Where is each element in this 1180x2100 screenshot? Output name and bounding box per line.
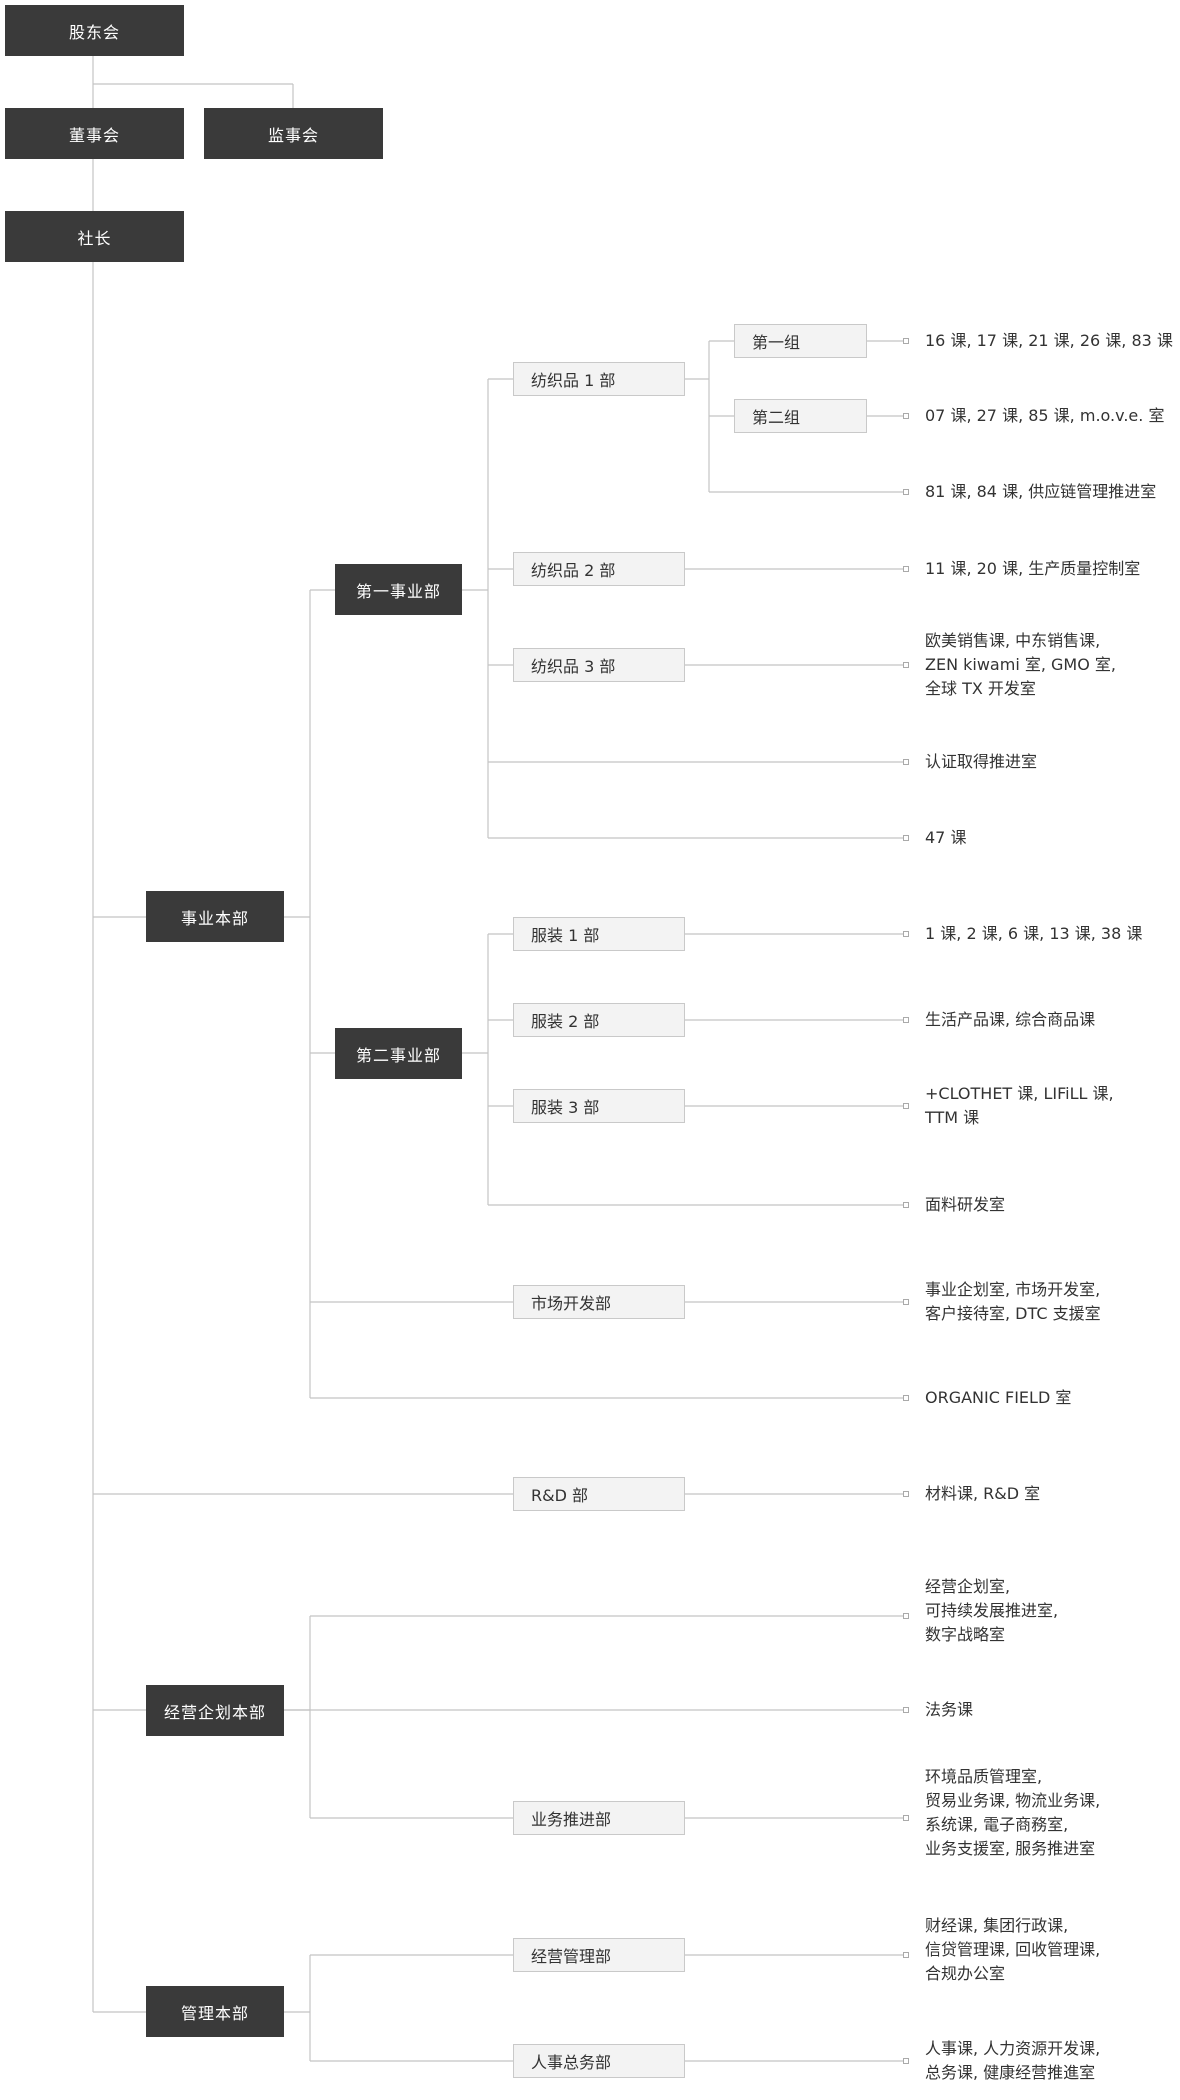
leaf-line: 认证取得推进室 (925, 752, 1038, 771)
textile1-box: 纺织品 1 部 (513, 362, 685, 396)
leaf-apparel1: 1 课, 2 课, 6 课, 13 课, 38 课 (925, 922, 1142, 946)
leaf-line: 1 课, 2 课, 6 课, 13 课, 38 课 (925, 924, 1143, 943)
leaf-line: 材料课, R&D 室 (925, 1484, 1041, 1503)
leaf-group2: 07 课, 27 课, 85 课, m.o.v.e. 室 (925, 404, 1164, 428)
leaf-line: 生活产品课, 综合商品课 (925, 1010, 1096, 1029)
management-box: 经营管理部 (513, 1938, 685, 1972)
leaf-line: 经营企划室, (925, 1577, 1011, 1596)
leaf-fabric: 面料研发室 (925, 1193, 1005, 1217)
leaf-47: 47 课 (925, 826, 966, 850)
leaf-line: 业务支援室, 服务推进室 (925, 1839, 1096, 1858)
leaf-rnd: 材料课, R&D 室 (925, 1482, 1040, 1506)
second-division-box: 第二事业部 (335, 1028, 462, 1079)
leaf-textile3: 欧美销售课, 中东销售课, ZEN kiwami 室, GMO 室, 全球 TX… (925, 629, 1116, 701)
leaf-line: 全球 TX 开发室 (925, 679, 1036, 698)
first-division-box: 第一事业部 (335, 564, 462, 615)
textile3-box: 纺织品 3 部 (513, 648, 685, 682)
group1-box: 第一组 (734, 324, 867, 358)
leaf-marker (903, 2058, 909, 2064)
textile2-box: 纺织品 2 部 (513, 552, 685, 586)
leaf-line: 人事课, 人力资源开发课, (925, 2039, 1101, 2058)
board-box: 董事会 (5, 108, 184, 159)
leaf-marker (903, 1017, 909, 1023)
leaf-line: 11 课, 20 课, 生产质量控制室 (925, 559, 1141, 578)
business-hq-box: 事业本部 (146, 891, 284, 942)
leaf-marker (903, 1491, 909, 1497)
leaf-line: 事业企划室, 市场开发室, (925, 1280, 1101, 1299)
leaf-business-promo: 环境品质管理室, 贸易业务课, 物流业务课, 系统课, 電子商務室, 业务支援室… (925, 1765, 1100, 1861)
leaf-apparel3: +CLOTHET 课, LIFiLL 课, TTM 课 (925, 1082, 1114, 1130)
leaf-line: 47 课 (925, 828, 967, 847)
hr-box: 人事总务部 (513, 2044, 685, 2078)
leaf-market: 事业企划室, 市场开发室, 客户接待室, DTC 支援室 (925, 1278, 1101, 1326)
leaf-marker (903, 1815, 909, 1821)
leaf-line: 面料研发室 (925, 1195, 1006, 1214)
leaf-marker (903, 566, 909, 572)
leaf-marker (903, 338, 909, 344)
leaf-line: 数字战略室 (925, 1625, 1006, 1644)
market-dev-box: 市场开发部 (513, 1285, 685, 1319)
leaf-marker (903, 413, 909, 419)
leaf-group1: 16 课, 17 课, 21 课, 26 课, 83 课 (925, 329, 1173, 353)
apparel2-box: 服装 2 部 (513, 1003, 685, 1037)
leaf-line: 07 课, 27 课, 85 课, m.o.v.e. 室 (925, 406, 1165, 425)
leaf-organic: ORGANIC FIELD 室 (925, 1386, 1071, 1410)
leaf-apparel2: 生活产品课, 综合商品课 (925, 1008, 1095, 1032)
admin-hq-box: 管理本部 (146, 1986, 284, 2037)
leaf-line: 贸易业务课, 物流业务课, (925, 1791, 1101, 1810)
leaf-marker (903, 1613, 909, 1619)
leaf-marker (903, 662, 909, 668)
leaf-line: 合规办公室 (925, 1964, 1006, 1983)
leaf-marker (903, 1103, 909, 1109)
leaf-marker (903, 1202, 909, 1208)
leaf-marker (903, 759, 909, 765)
leaf-line: 客户接待室, DTC 支援室 (925, 1304, 1101, 1323)
leaf-line: 欧美销售课, 中东销售课, (925, 631, 1101, 650)
leaf-line: 总务课, 健康经营推進室 (925, 2063, 1096, 2082)
leaf-management: 财经课, 集团行政课, 信贷管理课, 回收管理课, 合规办公室 (925, 1914, 1100, 1986)
leaf-line: 财经课, 集团行政课, (925, 1916, 1069, 1935)
shareholders-box: 股东会 (5, 5, 184, 56)
leaf-marker (903, 931, 909, 937)
leaf-marker (903, 1395, 909, 1401)
leaf-line: 信贷管理课, 回收管理课, (925, 1940, 1101, 1959)
leaf-marker (903, 1707, 909, 1713)
leaf-line: 环境品质管理室, (925, 1767, 1043, 1786)
leaf-line: ORGANIC FIELD 室 (925, 1388, 1072, 1407)
leaf-marker (903, 1952, 909, 1958)
leaf-marker (903, 835, 909, 841)
leaf-line: 81 课, 84 课, 供应链管理推进室 (925, 482, 1157, 501)
leaf-hr: 人事课, 人力资源开发课, 总务课, 健康经营推進室 (925, 2037, 1100, 2085)
apparel1-box: 服装 1 部 (513, 917, 685, 951)
leaf-line: 系统课, 電子商務室, (925, 1815, 1069, 1834)
leaf-certification: 认证取得推进室 (925, 750, 1037, 774)
leaf-marker (903, 1299, 909, 1305)
leaf-planning-offices: 经营企划室, 可持续发展推进室, 数字战略室 (925, 1575, 1058, 1647)
planning-hq-box: 经营企划本部 (146, 1685, 284, 1736)
supervisors-box: 监事会 (204, 108, 383, 159)
leaf-line: 16 课, 17 课, 21 课, 26 课, 83 课 (925, 331, 1173, 350)
leaf-marker (903, 489, 909, 495)
leaf-textile2: 11 课, 20 课, 生产质量控制室 (925, 557, 1140, 581)
leaf-textile1-other: 81 课, 84 课, 供应链管理推进室 (925, 480, 1156, 504)
leaf-legal: 法务课 (925, 1698, 973, 1722)
president-box: 社长 (5, 211, 184, 262)
apparel3-box: 服装 3 部 (513, 1089, 685, 1123)
leaf-line: TTM 课 (925, 1108, 980, 1127)
leaf-line: +CLOTHET 课, LIFiLL 课, (925, 1084, 1114, 1103)
group2-box: 第二组 (734, 399, 867, 433)
business-promo-box: 业务推进部 (513, 1801, 685, 1835)
rnd-box: R&D 部 (513, 1477, 685, 1511)
leaf-line: 可持续发展推进室, (925, 1601, 1059, 1620)
leaf-line: 法务课 (925, 1700, 974, 1719)
leaf-line: ZEN kiwami 室, GMO 室, (925, 655, 1116, 674)
